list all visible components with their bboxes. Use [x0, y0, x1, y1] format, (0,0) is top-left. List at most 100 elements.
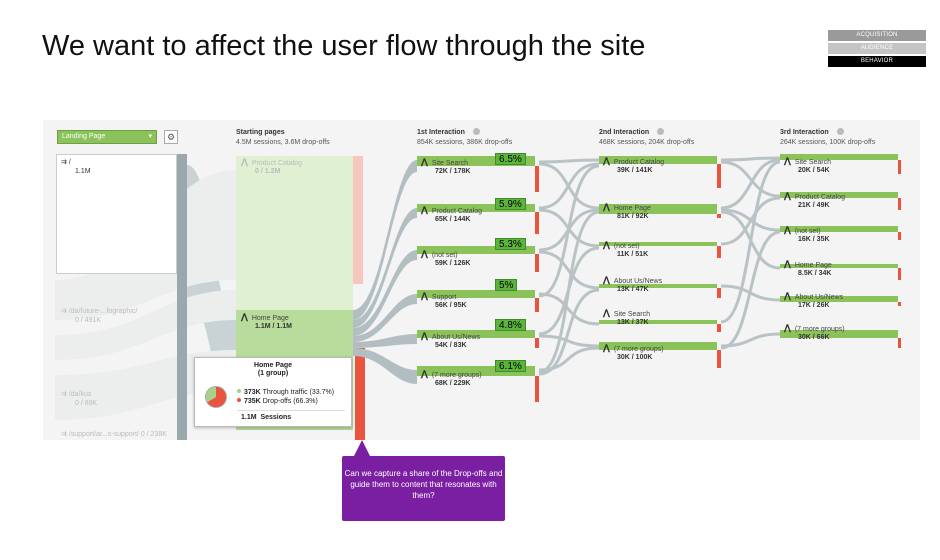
i1-node-not-set[interactable]: ᐱ(not set)59K / 126K: [421, 250, 471, 268]
landing-page-future[interactable]: ⇉ /da/future-...fographic/ 0 / 491K: [61, 308, 138, 324]
pct-badge-about-us: 4.8%: [495, 319, 526, 331]
flow-s-to-i5: [353, 334, 417, 348]
info-icon[interactable]: [657, 128, 665, 135]
gear-icon[interactable]: ⚙: [164, 130, 178, 144]
tooltip-stats: 373K Through traffic (33.7%) 735K Drop-o…: [237, 388, 334, 406]
i1-nodes: [417, 156, 539, 402]
person-icon: ᐱ: [421, 250, 428, 261]
callout-box: Can we capture a share of the Drop-offs …: [342, 456, 505, 521]
flows-i2-to-i3: [720, 156, 781, 350]
flow-lp4: [55, 350, 236, 420]
landing-page-icon: ⇉: [61, 391, 67, 398]
legend-behavior: BEHAVIOR: [828, 56, 926, 67]
i1-node-more-groups[interactable]: ᐱ(7 more groups)68K / 229K: [421, 370, 482, 388]
i2-nodes: [599, 156, 721, 368]
flow-s-to-i3: [353, 250, 417, 336]
pct-badge-site-search: 6.5%: [495, 153, 526, 165]
info-icon[interactable]: [472, 128, 480, 135]
person-icon: ᐱ: [784, 324, 791, 335]
dropoff-legend-dot: [237, 398, 241, 402]
flow-s-to-i4: [353, 294, 417, 342]
dimension-select[interactable]: Landing Page ▾: [57, 130, 157, 144]
landing-page-icon: ⇉: [61, 431, 67, 438]
person-icon: ᐱ: [603, 241, 610, 252]
person-icon: ᐱ: [421, 370, 428, 381]
person-icon: ᐱ: [421, 158, 428, 169]
start-node-catalog-bar: [236, 156, 353, 314]
landing-page-support[interactable]: ⇉ /support/ar...s-support/ 0 / 238K: [61, 431, 167, 438]
pct-badge-support: 5%: [495, 279, 518, 291]
landing-page-icon: ⇉: [61, 308, 67, 315]
dimension-select-value: Landing Page: [62, 133, 106, 140]
person-icon: ᐱ: [603, 203, 610, 214]
tooltip-sessions: 1.1M Sessions: [241, 414, 292, 421]
landing-page-flow-bar: [177, 154, 187, 440]
person-icon: ᐱ: [603, 344, 610, 355]
legend-audience: AUDIENCE: [828, 43, 926, 54]
person-icon: ᐱ: [421, 332, 428, 343]
flow-lp3: [55, 290, 236, 360]
person-icon: ᐱ: [784, 157, 791, 168]
landing-page-kus[interactable]: ⇉ /da/kus 0 / 89K: [61, 391, 98, 407]
i3-nodes: [780, 154, 901, 348]
landing-page-card-root[interactable]: [56, 154, 177, 274]
person-icon: ᐱ: [784, 292, 791, 303]
callout-arrow: [354, 440, 370, 456]
column-header-first: 1st Interaction 854K sessions, 386K drop…: [417, 128, 513, 146]
column-header-third: 3rd Interaction 264K sessions, 100K drop…: [780, 128, 876, 146]
person-icon: ᐱ: [784, 260, 791, 271]
person-icon: ᐱ: [241, 313, 248, 324]
flow-s-to-i2: [353, 208, 417, 328]
person-icon: ᐱ: [421, 206, 428, 217]
person-icon: ᐱ: [603, 276, 610, 287]
slide-title: We want to affect the user flow through …: [42, 30, 646, 62]
column-header-starting: Starting pages 4.5M sessions, 3.6M drop-…: [236, 129, 330, 146]
node-tooltip: Home Page (1 group) 373K Through traffic…: [194, 357, 352, 427]
person-icon: ᐱ: [241, 158, 248, 169]
flow-s-to-i6: [353, 348, 417, 384]
pct-badge-product-catalog: 5.9%: [495, 198, 526, 210]
flows-i1-to-i2: [538, 158, 600, 376]
column-header-second: 2nd Interaction 468K sessions, 204K drop…: [599, 128, 695, 146]
person-icon: ᐱ: [784, 192, 791, 203]
info-icon[interactable]: [836, 128, 844, 135]
i3-node-not-set[interactable]: ᐱ(not set)16K / 35K: [784, 226, 830, 244]
behavior-flow-panel: Landing Page ▾ ⚙ Starting pages 4.5M ses…: [43, 120, 920, 440]
tooltip-divider: [237, 410, 345, 411]
i2-node-more-groups[interactable]: ᐱ(7 more groups)30K / 100K: [603, 344, 664, 362]
through-legend-dot: [237, 389, 241, 393]
person-icon: ᐱ: [603, 309, 610, 320]
tooltip-through-row: 373K Through traffic (33.7%): [237, 388, 334, 397]
tooltip-title: Home Page (1 group): [253, 362, 293, 377]
start-node-catalog-drop: [353, 156, 363, 284]
pct-badge-more-groups: 6.1%: [495, 360, 526, 372]
person-icon: ᐱ: [603, 157, 610, 168]
person-icon: ᐱ: [784, 226, 791, 237]
landing-page-icon: ⇉: [61, 159, 67, 166]
person-icon: ᐱ: [421, 292, 428, 303]
pct-badge-not-set: 5.3%: [495, 238, 526, 250]
i2-node-not-set[interactable]: ᐱ(not set)11K / 51K: [603, 241, 649, 259]
section-legend: ACQUISITION AUDIENCE BEHAVIOR: [828, 30, 926, 69]
i3-node-more-groups[interactable]: ᐱ(7 more groups)30K / 66K: [784, 324, 845, 342]
chevron-down-icon: ▾: [148, 133, 152, 140]
landing-page-root[interactable]: ⇉ / 1.1M: [61, 159, 91, 175]
dropoff-pie-chart: [205, 386, 227, 408]
start-node-home-drop: [355, 348, 365, 440]
tooltip-dropoff-row: 735K Drop-offs (66.3%): [237, 397, 334, 406]
legend-acquisition: ACQUISITION: [828, 30, 926, 41]
